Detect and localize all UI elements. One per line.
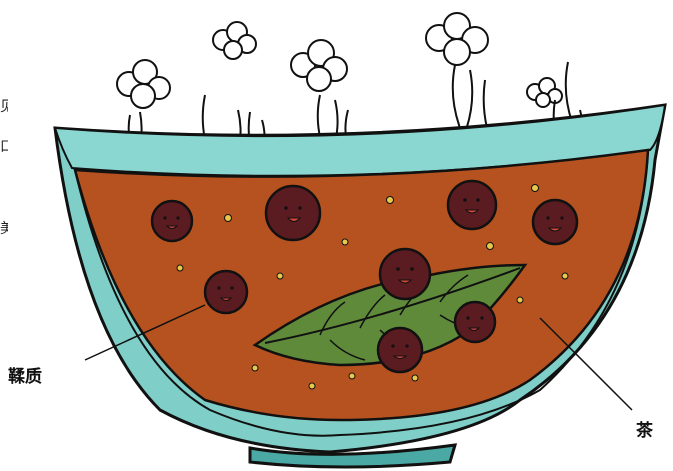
steam-cloud [291,40,347,91]
steam-cloud [117,60,170,108]
tannin-bean [205,271,247,313]
tannin-bean [448,181,496,229]
steam-cloud [527,78,562,107]
tannin-bean [380,249,430,299]
steam-cloud [213,22,256,59]
edge-text-fragment: 见 [0,96,8,116]
edge-text-fragment: 口 [0,136,8,156]
tannin-bean [455,302,495,342]
steam-clouds [117,13,562,108]
tannin-bean [266,186,320,240]
tannin-bean [152,201,192,241]
steam-cloud [426,13,488,65]
tannin-label: 鞣质 [8,362,42,387]
tannin-bean [378,328,422,372]
edge-text-fragment: 美 [0,218,8,238]
tea-label: 茶 [636,416,653,441]
tannin-bean [533,200,577,244]
